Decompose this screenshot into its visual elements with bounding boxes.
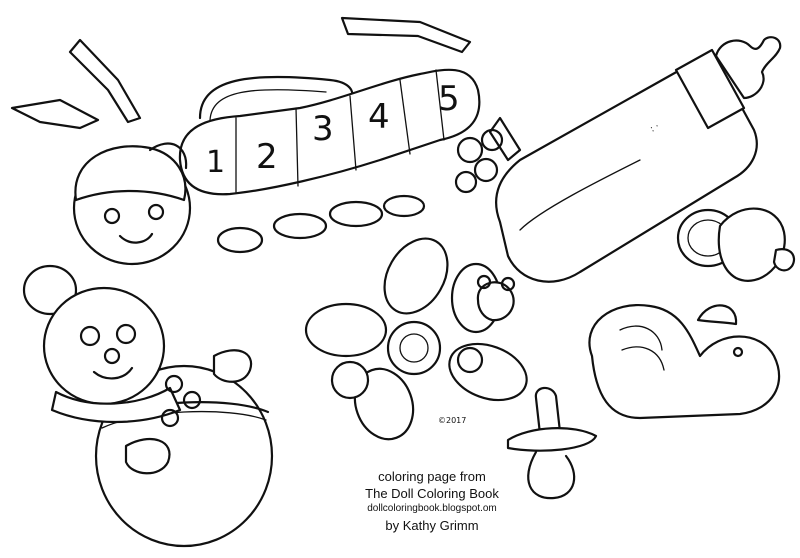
bottle-nipple: [714, 36, 782, 100]
rattle-center: [386, 320, 442, 376]
caterpillar-tail-bump: [454, 170, 478, 194]
duck-body: [588, 303, 781, 420]
clown-button: [164, 374, 184, 394]
bottle-collar: [674, 48, 746, 130]
rattle-bear-ear: [500, 276, 516, 292]
caterpillar-ribbon-left: [10, 98, 100, 130]
clown-hat-top: [22, 264, 78, 316]
caterpillar-smile: [118, 232, 154, 244]
caterpillar-ribbon-right: [340, 16, 472, 54]
rubber-duck: [588, 303, 781, 420]
clown-head: [42, 286, 166, 406]
caterpillar-eye-right: [147, 203, 165, 221]
caterpillar-handle-inner: [209, 88, 327, 121]
rattle-small-ring: [330, 360, 370, 400]
clown-button: [160, 408, 180, 428]
caterpillar-ribbon-top: [68, 38, 142, 124]
clown-hand-right: [212, 349, 253, 383]
clown-button: [182, 390, 202, 410]
credits-block: coloring page from The Doll Coloring Boo…: [312, 468, 552, 535]
copyright-mark: ©2017: [438, 416, 467, 425]
credits-line-3: dollcoloringbook.blogspot.om: [367, 503, 497, 514]
caterpillar-leg: [216, 226, 264, 254]
clown-roly-poly: [22, 264, 274, 548]
duck-beak: [696, 304, 738, 326]
caterpillar-leg: [328, 200, 384, 228]
clown-hand-left: [124, 437, 171, 475]
caterpillar-tail-bump: [480, 128, 504, 152]
caterpillar-ribbon-end: [488, 116, 522, 162]
clown-eye-left: [79, 325, 101, 347]
caterpillar-number-4: 4: [368, 97, 390, 137]
pacifier-teat: [772, 248, 796, 272]
caterpillar-body: [178, 68, 481, 196]
rattle-center-inner: [399, 333, 429, 363]
caterpillar-tail-bump: [473, 157, 499, 183]
caterpillar-segment-line: [399, 79, 411, 155]
pacifier-ring: [676, 207, 796, 282]
flower-rattle: [304, 237, 528, 441]
credits-line-1: coloring page from: [378, 469, 486, 484]
rattle-bead: [456, 346, 484, 374]
caterpillar-tail-bump: [456, 136, 484, 164]
pacifier-small-handle: [527, 450, 576, 500]
rattle-petal-top: [383, 237, 449, 315]
clown-collar: [50, 386, 182, 424]
bottle-mark: : ·: [649, 122, 661, 135]
caterpillar-number-5: 5: [438, 79, 460, 119]
bottle-highlight: [519, 159, 641, 231]
caterpillar-leg: [382, 194, 426, 218]
caterpillar-number-3: 3: [312, 109, 334, 149]
caterpillar-cap: [74, 145, 187, 202]
rattle-bear-ear: [476, 274, 492, 290]
rattle-petal-bottom-left: [353, 367, 415, 441]
pacifier-small-shield: [506, 427, 598, 452]
credits-line-4: by Kathy Grimm: [385, 518, 479, 533]
clown-nose: [103, 347, 121, 365]
baby-bottle: : ·: [495, 36, 782, 283]
caterpillar-number-2: 2: [256, 137, 278, 177]
caterpillar-eye-left: [103, 207, 121, 225]
duck-wing: [619, 325, 663, 351]
pacifier-small-teat: [534, 386, 562, 436]
credits-line-2: The Doll Coloring Book: [365, 486, 499, 501]
caterpillar-segment-line: [349, 95, 357, 171]
pacifier-small: [506, 386, 598, 500]
caterpillar-number-1: 1: [206, 145, 225, 180]
caterpillar-leg: [272, 212, 328, 240]
clown-eye-right: [115, 323, 137, 345]
clown-mouth: [92, 366, 134, 380]
caterpillar-toy: 1 2 3 4 5: [10, 16, 522, 266]
rattle-petal-left: [304, 302, 388, 358]
pacifier-shield: [717, 207, 786, 282]
rattle-petal-bottom-right: [448, 342, 528, 402]
caterpillar-segment-line: [435, 69, 445, 141]
bottle-body: [495, 64, 758, 283]
caterpillar-segment-line: [295, 107, 299, 187]
caterpillar-cap-brim: [148, 142, 188, 170]
caterpillar-handle: [198, 75, 354, 120]
duck-eye: [732, 346, 744, 358]
duck-wing: [621, 346, 665, 371]
